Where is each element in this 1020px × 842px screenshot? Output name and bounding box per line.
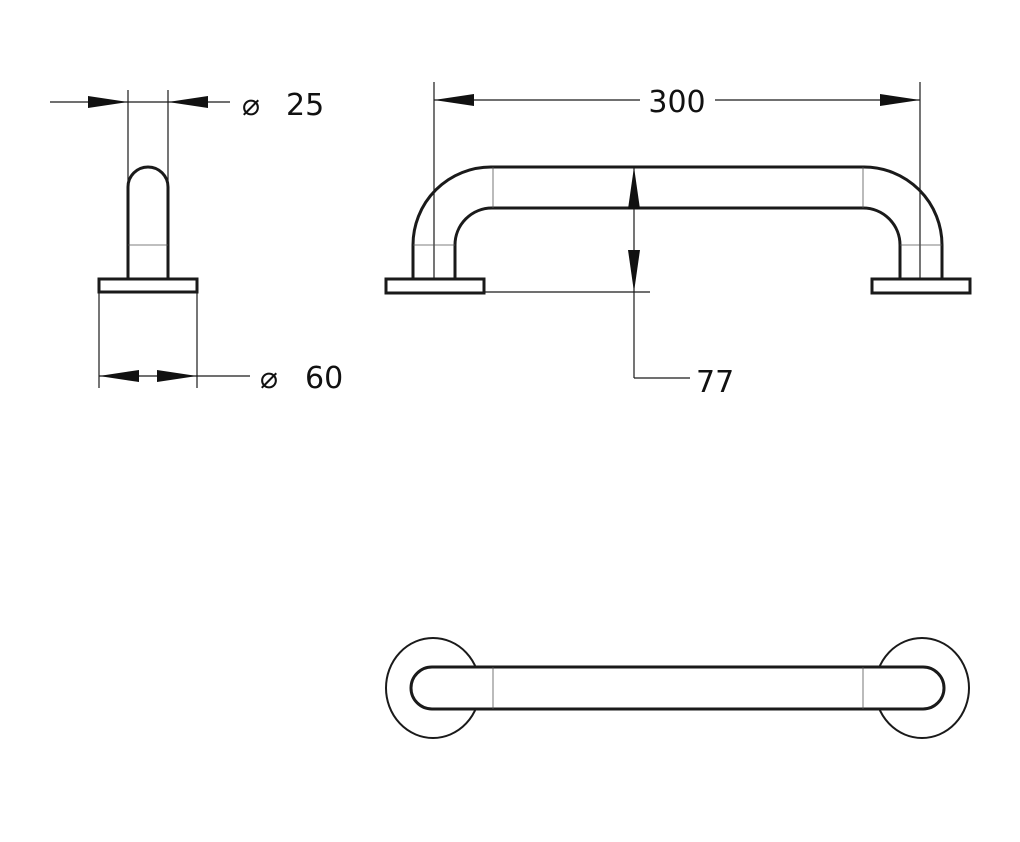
tube-diameter-label: 25 [286,88,324,123]
bar-top [409,665,946,711]
arrow-icon [88,96,128,108]
diameter-symbol: ⌀ [260,361,278,396]
plate-diameter-label: 60 [305,361,343,396]
projection-label: 77 [696,365,734,400]
base-plate-left [384,277,486,295]
arrow-icon [628,250,640,292]
bar-inner-edge [453,206,902,279]
arrow-icon [168,96,208,108]
arrow-icon [880,94,920,106]
arrow-icon [628,167,640,209]
top-view [385,637,970,739]
bar-outer-edge [411,165,944,279]
arrow-icon [434,94,474,106]
side-view: ⌀ 25 ⌀ 60 [50,88,343,396]
tube-side [126,165,170,279]
diameter-symbol: ⌀ [242,88,260,123]
arrow-icon [157,370,197,382]
front-view: 300 77 [384,82,972,400]
arrow-icon [99,370,139,382]
base-plate-side [97,277,199,294]
base-plate-right [870,277,972,295]
length-label: 300 [648,85,705,120]
